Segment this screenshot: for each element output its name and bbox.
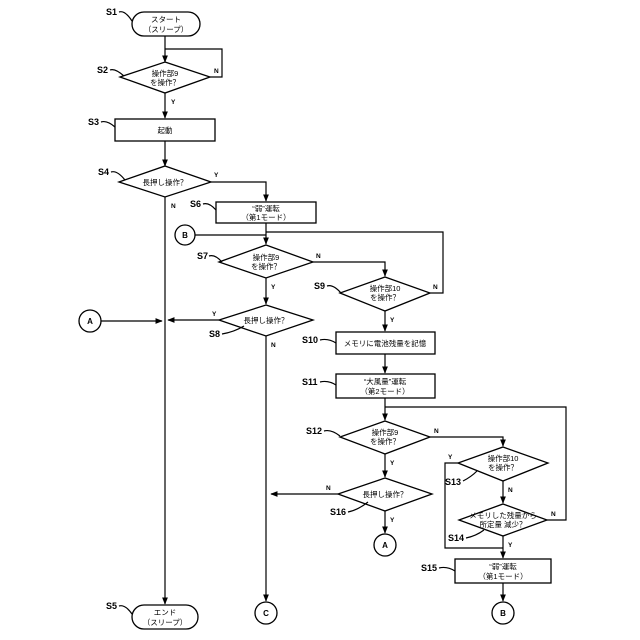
step-s11: “大風量”運転 （第2モード）	[336, 374, 435, 398]
connector-a-in: A	[79, 310, 101, 332]
step-label-s3: S3	[88, 117, 99, 127]
s1-label-2: （スリープ）	[144, 25, 189, 34]
step-s12: 操作部9 を操作？ N Y	[340, 421, 439, 467]
s5-label-2: （スリープ）	[143, 618, 188, 627]
s13-yes: Y	[448, 454, 453, 461]
step-label-s14: S14	[448, 533, 464, 543]
connector-label-a-in: A	[87, 317, 93, 326]
connector-c-out: C	[255, 602, 277, 624]
connector-label-a-out: A	[382, 541, 388, 550]
s7-no: N	[316, 253, 321, 260]
step-label-s15: S15	[421, 563, 437, 573]
s4-no: N	[171, 203, 176, 210]
s6-label-2: （第1モード）	[241, 212, 290, 222]
step-s8: 長押し操作？ Y N	[212, 305, 313, 349]
step-label-s4: S4	[98, 167, 109, 177]
step-label-s13: S13	[445, 477, 461, 487]
s12-no: N	[434, 428, 439, 435]
step-s2: 操作部9 を操作？ N Y	[120, 62, 219, 106]
step-s7: 操作部9 を操作？ N Y	[219, 245, 321, 291]
step-label-s1: S1	[106, 7, 117, 17]
s14-label-1: メモリした残量から	[469, 510, 537, 520]
step-label-s12: S12	[306, 426, 322, 436]
s2-label-2: を操作？	[150, 77, 180, 87]
s10-label: メモリに電池残量を記憶	[344, 338, 427, 348]
s2-yes: Y	[171, 99, 176, 106]
step-s3: 起動	[115, 119, 215, 141]
s2-no: N	[214, 68, 219, 75]
step-label-s5: S5	[106, 601, 117, 611]
connector-b-in: B	[175, 225, 195, 245]
s14-label-2: 所定量 減少？	[479, 519, 526, 529]
step-labels: S1 S2 S3 S4 S5 S6 S7 S8 S9 S10 S11 S12 S…	[88, 7, 484, 614]
s13-label-1: 操作部10	[488, 453, 519, 463]
step-label-s7: S7	[197, 251, 208, 261]
step-s1: スタート （スリープ）	[132, 12, 200, 36]
s4-label: 長押し操作？	[143, 177, 188, 187]
s9-yes: Y	[390, 317, 395, 324]
step-s9: 操作部10 を操作？ N Y	[340, 277, 438, 324]
step-s16: 長押し操作？ N Y	[326, 478, 432, 524]
s7-label-1: 操作部9	[253, 252, 280, 262]
connector-b-out: B	[492, 602, 514, 624]
step-label-s11: S11	[302, 377, 318, 387]
step-s6: “弱”運転 （第1モード）	[216, 202, 316, 223]
s9-label-2: を操作？	[370, 292, 400, 302]
s8-label: 長押し操作？	[244, 315, 289, 325]
step-label-s16: S16	[330, 507, 346, 517]
s12-label-1: 操作部9	[372, 427, 399, 437]
s3-label: 起動	[158, 126, 173, 135]
step-s5: エンド （スリープ）	[132, 605, 198, 629]
step-label-s6: S6	[190, 199, 201, 209]
step-s10: メモリに電池残量を記憶	[336, 332, 435, 354]
s8-no: N	[271, 342, 276, 349]
s15-label-1: “弱”運転	[489, 562, 517, 571]
step-label-s10: S10	[302, 335, 318, 345]
s13-label-2: を操作？	[488, 462, 518, 472]
step-s13: 操作部10 を操作？ Y N	[448, 447, 548, 494]
s15-label-2: （第1モード）	[478, 571, 527, 581]
s12-yes: Y	[390, 460, 395, 467]
connector-label-c-out: C	[263, 609, 269, 618]
s16-no: N	[326, 485, 331, 492]
s7-yes: Y	[271, 284, 276, 291]
s14-no: N	[551, 511, 556, 518]
s9-label-1: 操作部10	[370, 283, 401, 293]
step-label-s8: S8	[209, 329, 220, 339]
s13-no: N	[508, 487, 513, 494]
s11-label-1: “大風量”運転	[364, 376, 407, 386]
step-label-s2: S2	[97, 65, 108, 75]
s6-label-1: “弱”運転	[252, 204, 280, 213]
step-s14: メモリした残量から 所定量 減少？ N Y	[459, 504, 556, 549]
connector-label-b-out: B	[500, 609, 506, 618]
s11-label-2: （第2モード）	[360, 386, 409, 396]
s5-label-1: エンド	[154, 608, 177, 617]
s4-yes: Y	[214, 172, 219, 179]
s16-label: 長押し操作？	[363, 489, 408, 499]
step-label-s9: S9	[314, 281, 325, 291]
s12-label-2: を操作？	[370, 436, 400, 446]
s2-label-1: 操作部9	[152, 68, 179, 78]
s8-yes: Y	[212, 311, 217, 318]
s1-label-1: スタート	[151, 15, 181, 24]
step-s15: “弱”運転 （第1モード）	[455, 559, 551, 583]
connector-label-b-in: B	[182, 231, 188, 240]
s16-yes: Y	[390, 517, 395, 524]
connector-a-out: A	[374, 534, 396, 556]
s7-label-2: を操作？	[251, 261, 281, 271]
s9-no: N	[433, 284, 438, 291]
s14-yes: Y	[508, 542, 513, 549]
